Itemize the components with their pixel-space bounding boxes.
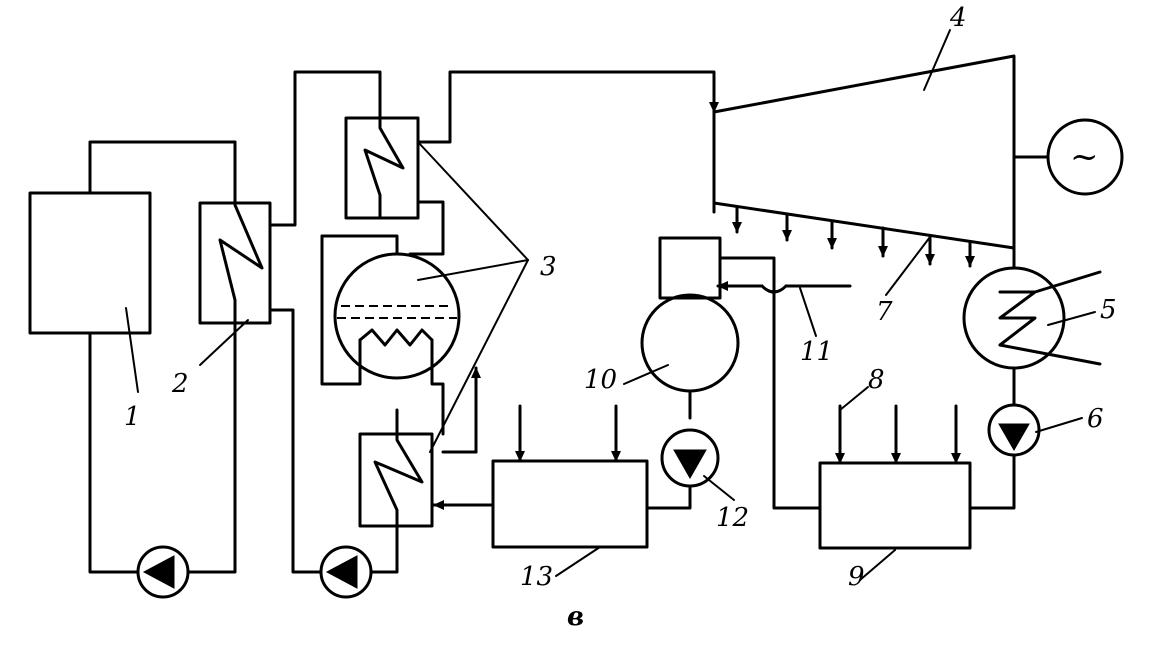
secondary-pump [319, 545, 373, 599]
label-5: 5 [1100, 295, 1117, 325]
label-3: 3 [540, 252, 557, 282]
primary-loop-piping [88, 140, 237, 574]
label-13: 13 [520, 562, 553, 592]
steam-supply-11 [716, 281, 852, 294]
label-9: 9 [848, 562, 865, 592]
turbine-extraction-arrows [712, 201, 975, 268]
label-1: 1 [124, 402, 141, 432]
steam-drum [320, 200, 461, 436]
label-6: 6 [1087, 404, 1104, 434]
turbine-4 [712, 54, 1016, 250]
label-7: 7 [876, 297, 893, 327]
economizer [358, 366, 481, 528]
label-8: 8 [868, 365, 885, 395]
primary-pump [136, 545, 190, 599]
deaerator-10 [640, 236, 740, 420]
generator: ~ [1012, 118, 1124, 196]
figure-caption: в [567, 602, 584, 632]
label-4: 4 [949, 3, 967, 33]
condensate-pump-6 [968, 366, 1041, 510]
feedwater-heater-9 [818, 404, 972, 550]
heat-exchanger-2 [198, 140, 272, 325]
label-12: 12 [716, 503, 749, 533]
secondary-loop-piping [268, 70, 399, 574]
label-11: 11 [800, 337, 833, 367]
generator-symbol: ~ [1070, 137, 1099, 177]
hp-heater-13 [432, 404, 649, 549]
feed-pump-12 [645, 428, 720, 510]
label-10: 10 [584, 365, 617, 395]
heat-source-block-1 [28, 191, 152, 335]
leader-lines [125, 29, 1096, 581]
superheater [344, 78, 420, 220]
feedwater-line-to-deaerator [718, 256, 822, 510]
label-2: 2 [171, 369, 189, 399]
condenser-5 [962, 246, 1102, 370]
steam-line [416, 70, 719, 144]
